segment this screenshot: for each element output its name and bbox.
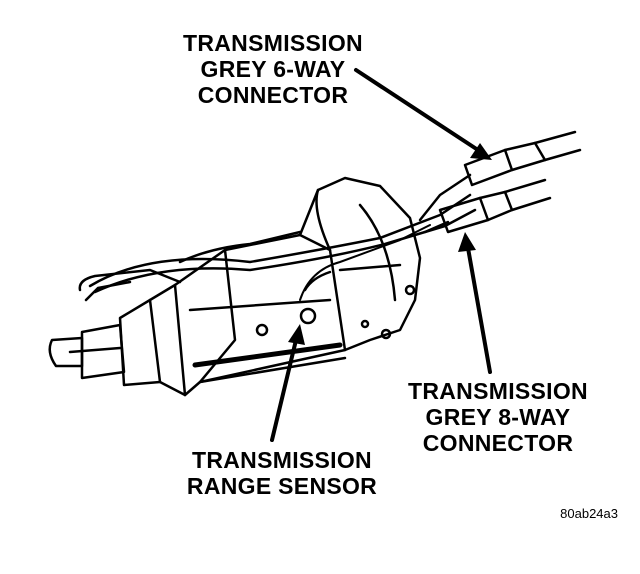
transmission-case [173, 230, 347, 397]
wiring-harness [88, 193, 477, 301]
label-line: GREY 6-WAY [200, 56, 346, 82]
label-grey-8way-connector: TRANSMISSION GREY 8-WAY CONNECTOR [398, 378, 598, 456]
arrow-to-8way-connector [458, 232, 492, 374]
label-line: TRANSMISSION [192, 447, 372, 473]
label-line: CONNECTOR [197, 82, 349, 108]
grey-8way-connector [423, 178, 552, 234]
arrow-to-6way-connector [354, 68, 492, 160]
figure-id: 80ab24a3 [560, 506, 618, 521]
arrow-to-range-sensor [270, 324, 305, 442]
label-range-sensor: TRANSMISSION RANGE SENSOR [172, 447, 392, 499]
label-line: CONNECTOR [422, 430, 574, 456]
label-line: RANGE SENSOR [186, 473, 378, 499]
extension-housing [78, 268, 187, 397]
output-shaft [48, 298, 162, 387]
label-line: TRANSMISSION [183, 30, 363, 56]
label-line: TRANSMISSION [408, 378, 588, 404]
label-grey-6way-connector: TRANSMISSION GREY 6-WAY CONNECTOR [168, 30, 378, 108]
label-line: GREY 8-WAY [425, 404, 571, 430]
grey-6way-connector [418, 130, 582, 222]
